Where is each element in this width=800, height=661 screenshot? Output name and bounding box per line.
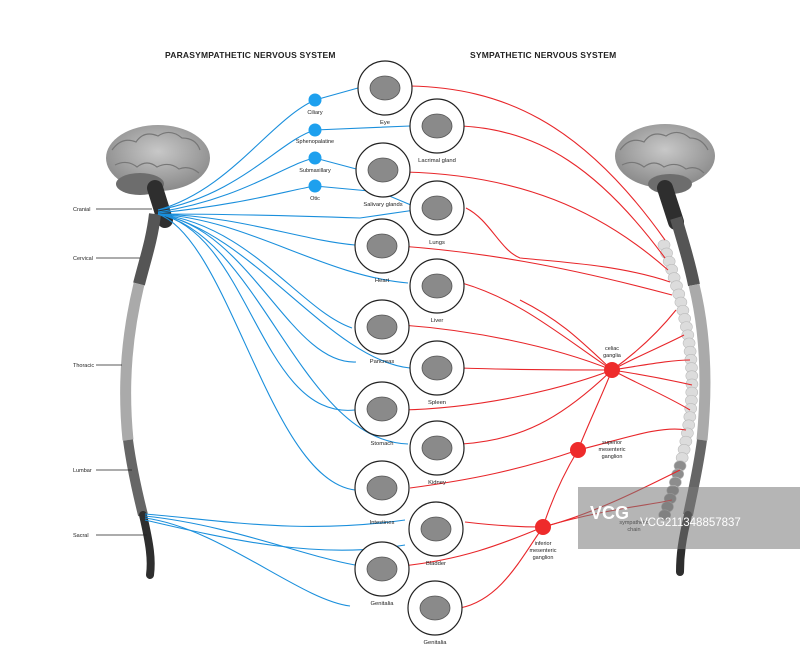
organ-label-intestines: Intestines — [370, 520, 395, 526]
ganglion-dot-ciliary — [308, 93, 322, 107]
ganglion-label-submaxillary: Submaxillary — [299, 168, 331, 174]
liver-icon — [421, 273, 453, 299]
superior-label-1: superior — [602, 440, 622, 446]
sympathetic-chain — [657, 239, 699, 521]
spine-region-lines — [96, 208, 152, 536]
watermark-id: VCG211348857837 — [640, 517, 741, 529]
organ-label-genitalia-male: Genitalia — [424, 640, 448, 646]
genitalia-male-icon — [419, 595, 451, 621]
spine-label-cervical: Cervical — [73, 256, 93, 262]
organ-label-stomach: Stomach — [371, 441, 394, 447]
organ-label-lungs: Lungs — [429, 240, 445, 246]
organ-genitalia-male: Genitalia — [407, 580, 463, 646]
spine-label-cranial: Cranial — [73, 207, 90, 213]
organ-label-liver: Liver — [431, 318, 444, 324]
parasympathetic-title: PARASYMPATHETIC NERVOUS SYSTEM — [165, 50, 336, 60]
inferior-label-1: inferior — [535, 541, 552, 547]
organ-eye: Eye — [357, 60, 413, 126]
pancreas-icon — [366, 314, 398, 340]
intestines-icon — [366, 475, 398, 501]
superior-label-3: ganglion — [602, 454, 623, 460]
ganglion-dot-superior-mesenteric — [570, 442, 586, 458]
ganglion-dot-inferior-mesenteric — [535, 519, 551, 535]
superior-label-2: mesenteric — [599, 447, 626, 453]
genitalia-female-icon — [366, 556, 398, 582]
organ-lungs: Lungs — [409, 180, 465, 246]
organ-label-eye: Eye — [380, 120, 390, 126]
organ-pancreas: Pancreas — [354, 299, 410, 365]
ganglion-label-sphenopalatine: Sphenopalatine — [296, 139, 334, 145]
heart-icon — [366, 233, 398, 259]
eye-icon — [369, 75, 401, 101]
spine-label-lumbar: Lumbar — [73, 468, 92, 474]
ganglion-label-otic: Otic — [310, 196, 320, 202]
spine-label-sacral: Sacral — [73, 533, 89, 539]
celiac-label-2: ganglia — [603, 353, 622, 359]
organ-heart: Heart — [354, 218, 410, 284]
watermark-logo: VCG — [590, 503, 630, 523]
lungs-icon — [421, 195, 453, 221]
organ-label-bladder: Bladder — [426, 561, 446, 567]
sympathetic-ganglia — [535, 362, 620, 535]
organ-lacrimal: Lacrimal gland — [409, 98, 465, 164]
organ-kidney: Kidney — [409, 420, 465, 486]
organ-label-salivary: Salivary glands — [363, 202, 402, 208]
stomach-icon — [366, 396, 398, 422]
organ-label-heart: Heart — [375, 278, 390, 284]
ganglion-label-ciliary: Ciliary — [307, 110, 323, 116]
organ-label-lacrimal: Lacrimal gland — [418, 158, 456, 164]
ganglion-dot-sphenopalatine — [308, 123, 322, 137]
spine-label-thoracic: Thoracic — [73, 363, 94, 369]
watermark-banner — [578, 487, 800, 549]
sympathetic-title: SYMPATHETIC NERVOUS SYSTEM — [470, 50, 617, 60]
organ-liver: Liver — [409, 258, 465, 324]
spleen-icon — [421, 355, 453, 381]
organ-spleen: Spleen — [409, 340, 465, 406]
organ-bladder: Bladder — [408, 501, 464, 567]
organ-label-spleen: Spleen — [428, 400, 446, 406]
ganglion-dot-celiac — [604, 362, 620, 378]
kidney-icon — [421, 435, 453, 461]
salivary-icon — [367, 157, 399, 183]
organ-intestines: Intestines — [354, 460, 410, 526]
left-spinal-cord — [120, 180, 173, 579]
celiac-label-1: celiac — [605, 346, 619, 352]
organ-genitalia-female: Genitalia — [354, 541, 410, 607]
ganglion-dot-submaxillary — [308, 151, 322, 165]
organ-label-kidney: Kidney — [428, 480, 446, 486]
inferior-label-2: mesenteric — [530, 548, 557, 554]
inferior-label-3: ganglion — [533, 555, 554, 561]
organ-stomach: Stomach — [354, 381, 410, 447]
parasympathetic-ganglion-labels: Ciliary Sphenopalatine Submaxillary Otic — [296, 110, 334, 202]
organ-label-pancreas: Pancreas — [370, 359, 395, 365]
lacrimal-icon — [421, 113, 453, 139]
ganglion-dot-otic — [308, 179, 322, 193]
spine-region-labels: Cranial Cervical Thoracic Lumbar Sacral — [73, 207, 94, 539]
organ-salivary: Salivary glands — [355, 142, 411, 208]
organ-label-genitalia-female: Genitalia — [371, 601, 395, 607]
bladder-icon — [420, 516, 452, 542]
parasympathetic-ganglia — [308, 93, 322, 193]
